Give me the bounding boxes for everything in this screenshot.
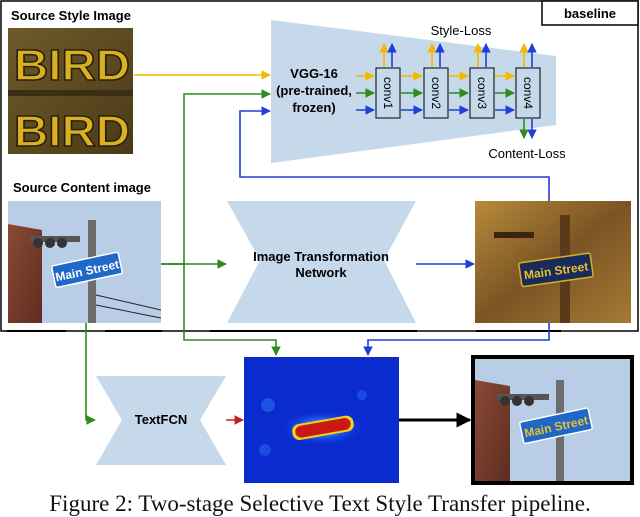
conv3-box xyxy=(469,67,495,119)
style-loss-label: Style-Loss xyxy=(431,23,492,38)
stylized-output-image: Main Street xyxy=(475,201,631,323)
conv1-box xyxy=(375,67,401,119)
content-to-textfcn-arrow xyxy=(85,323,96,425)
vgg-internal-arrows xyxy=(356,43,537,139)
conv3-label: conv3 xyxy=(475,77,489,109)
content-to-heatmap-arrow xyxy=(161,263,281,356)
stylized-to-heatmap-arrow xyxy=(363,323,550,356)
source-style-image: BIRD BIRD xyxy=(8,28,133,157)
conv1-label: conv1 xyxy=(381,77,395,109)
baseline-tag: baseline xyxy=(564,6,616,21)
style-text-top: BIRD xyxy=(14,41,130,90)
conv-layers xyxy=(375,67,541,119)
style-text-bottom: BIRD xyxy=(14,107,130,156)
transform-label-line1: Image Transformation xyxy=(253,249,389,264)
final-output-image: Main Street xyxy=(471,355,634,485)
baseline-tag-box xyxy=(541,0,639,26)
vgg-label-line1: VGG-16 xyxy=(290,66,338,81)
vgg-label-line2: (pre-trained, xyxy=(276,83,352,98)
content-loss-label: Content-Loss xyxy=(488,146,566,161)
textfcn-label: TextFCN xyxy=(135,412,187,427)
transform-label-line2: Network xyxy=(295,265,347,280)
source-style-label: Source Style Image xyxy=(11,8,131,23)
textfcn-network xyxy=(96,376,226,465)
output-to-vgg-arrow xyxy=(239,106,550,201)
conv4-box xyxy=(515,67,541,119)
conv2-label: conv2 xyxy=(429,77,443,109)
conv2-box xyxy=(423,67,449,119)
text-heatmap xyxy=(244,357,399,483)
source-content-image: Main Street xyxy=(8,201,162,323)
source-content-label: Source Content image xyxy=(13,180,151,195)
conv4-label: conv4 xyxy=(521,77,535,109)
figure-caption: Figure 2: Two-stage Selective Text Style… xyxy=(49,491,591,516)
image-transformation-network xyxy=(227,201,416,323)
connection-arrows xyxy=(85,70,550,428)
vgg-label-line3: frozen) xyxy=(292,100,335,115)
